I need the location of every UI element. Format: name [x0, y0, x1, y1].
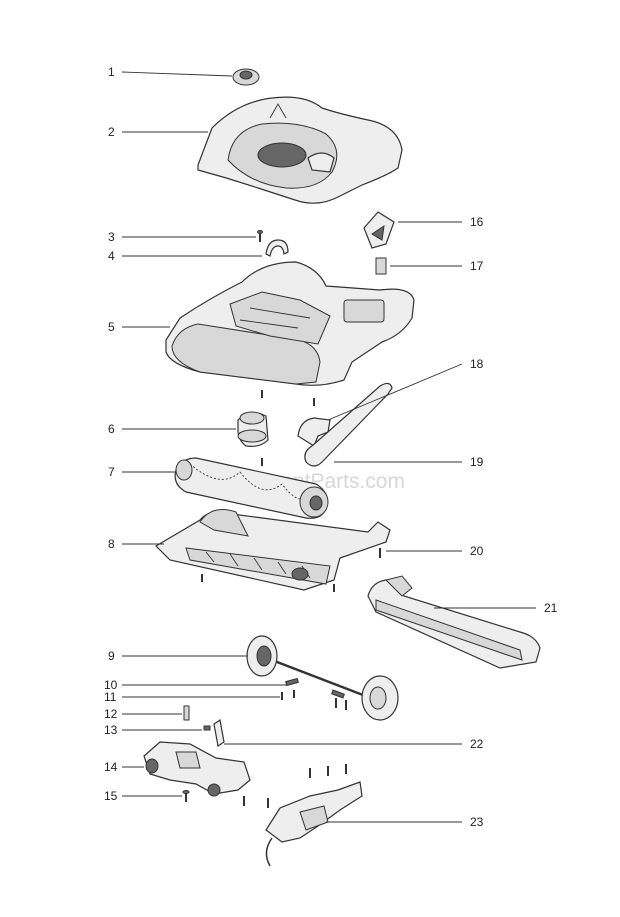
part-6-connector — [237, 411, 269, 447]
part-16-latch — [363, 211, 395, 249]
part-7-brush-roll — [174, 457, 329, 519]
callout-11: 11 — [104, 690, 117, 704]
part-8-bottom-plate — [155, 509, 391, 591]
callout-17: 17 — [470, 259, 484, 273]
callout-20: 20 — [470, 544, 484, 558]
callout-2: 2 — [108, 125, 115, 139]
callout-21: 21 — [544, 601, 558, 615]
part-23-cord-assembly — [265, 764, 363, 867]
callout-23: 23 — [470, 815, 484, 829]
callout-7: 7 — [108, 465, 115, 479]
callout-15: 15 — [104, 789, 118, 803]
callout-5: 5 — [108, 320, 115, 334]
callout-12: 12 — [104, 707, 118, 721]
part-3-screw — [257, 230, 263, 242]
callout-16: 16 — [470, 215, 484, 229]
callout-1: 1 — [108, 65, 115, 79]
part-22-pedal-lever — [213, 718, 225, 748]
part-14-lower-frame — [143, 741, 251, 797]
callout-18: 18 — [470, 357, 484, 371]
callout-6: 6 — [108, 422, 115, 436]
base-screws — [201, 390, 335, 592]
leader-lines — [121, 71, 536, 823]
part-18-bracket — [297, 417, 331, 447]
part-15-screw — [182, 790, 245, 806]
callout-19: 19 — [470, 455, 484, 469]
part-9-wheels-axle — [246, 635, 399, 721]
callout-4: 4 — [108, 249, 115, 263]
part-4-clip — [265, 239, 289, 257]
part-1-knob — [232, 68, 260, 86]
callout-labels: 1 2 3 4 5 6 7 8 9 10 11 12 13 14 15 16 1… — [104, 65, 558, 829]
part-17-tab — [375, 257, 387, 275]
part-19-belt — [304, 382, 393, 467]
part-21-bumper — [367, 575, 541, 669]
callout-13: 13 — [104, 723, 118, 737]
part-12-13-pins — [183, 705, 211, 731]
callout-14: 14 — [104, 760, 118, 774]
part-2-hood-cover — [197, 96, 403, 204]
callout-22: 22 — [470, 737, 484, 751]
part-10-11-screws — [281, 677, 347, 710]
callout-9: 9 — [108, 649, 115, 663]
callout-3: 3 — [108, 230, 115, 244]
callout-8: 8 — [108, 537, 115, 551]
callout-10: 10 — [104, 678, 118, 692]
part-5-base-housing — [165, 261, 415, 386]
